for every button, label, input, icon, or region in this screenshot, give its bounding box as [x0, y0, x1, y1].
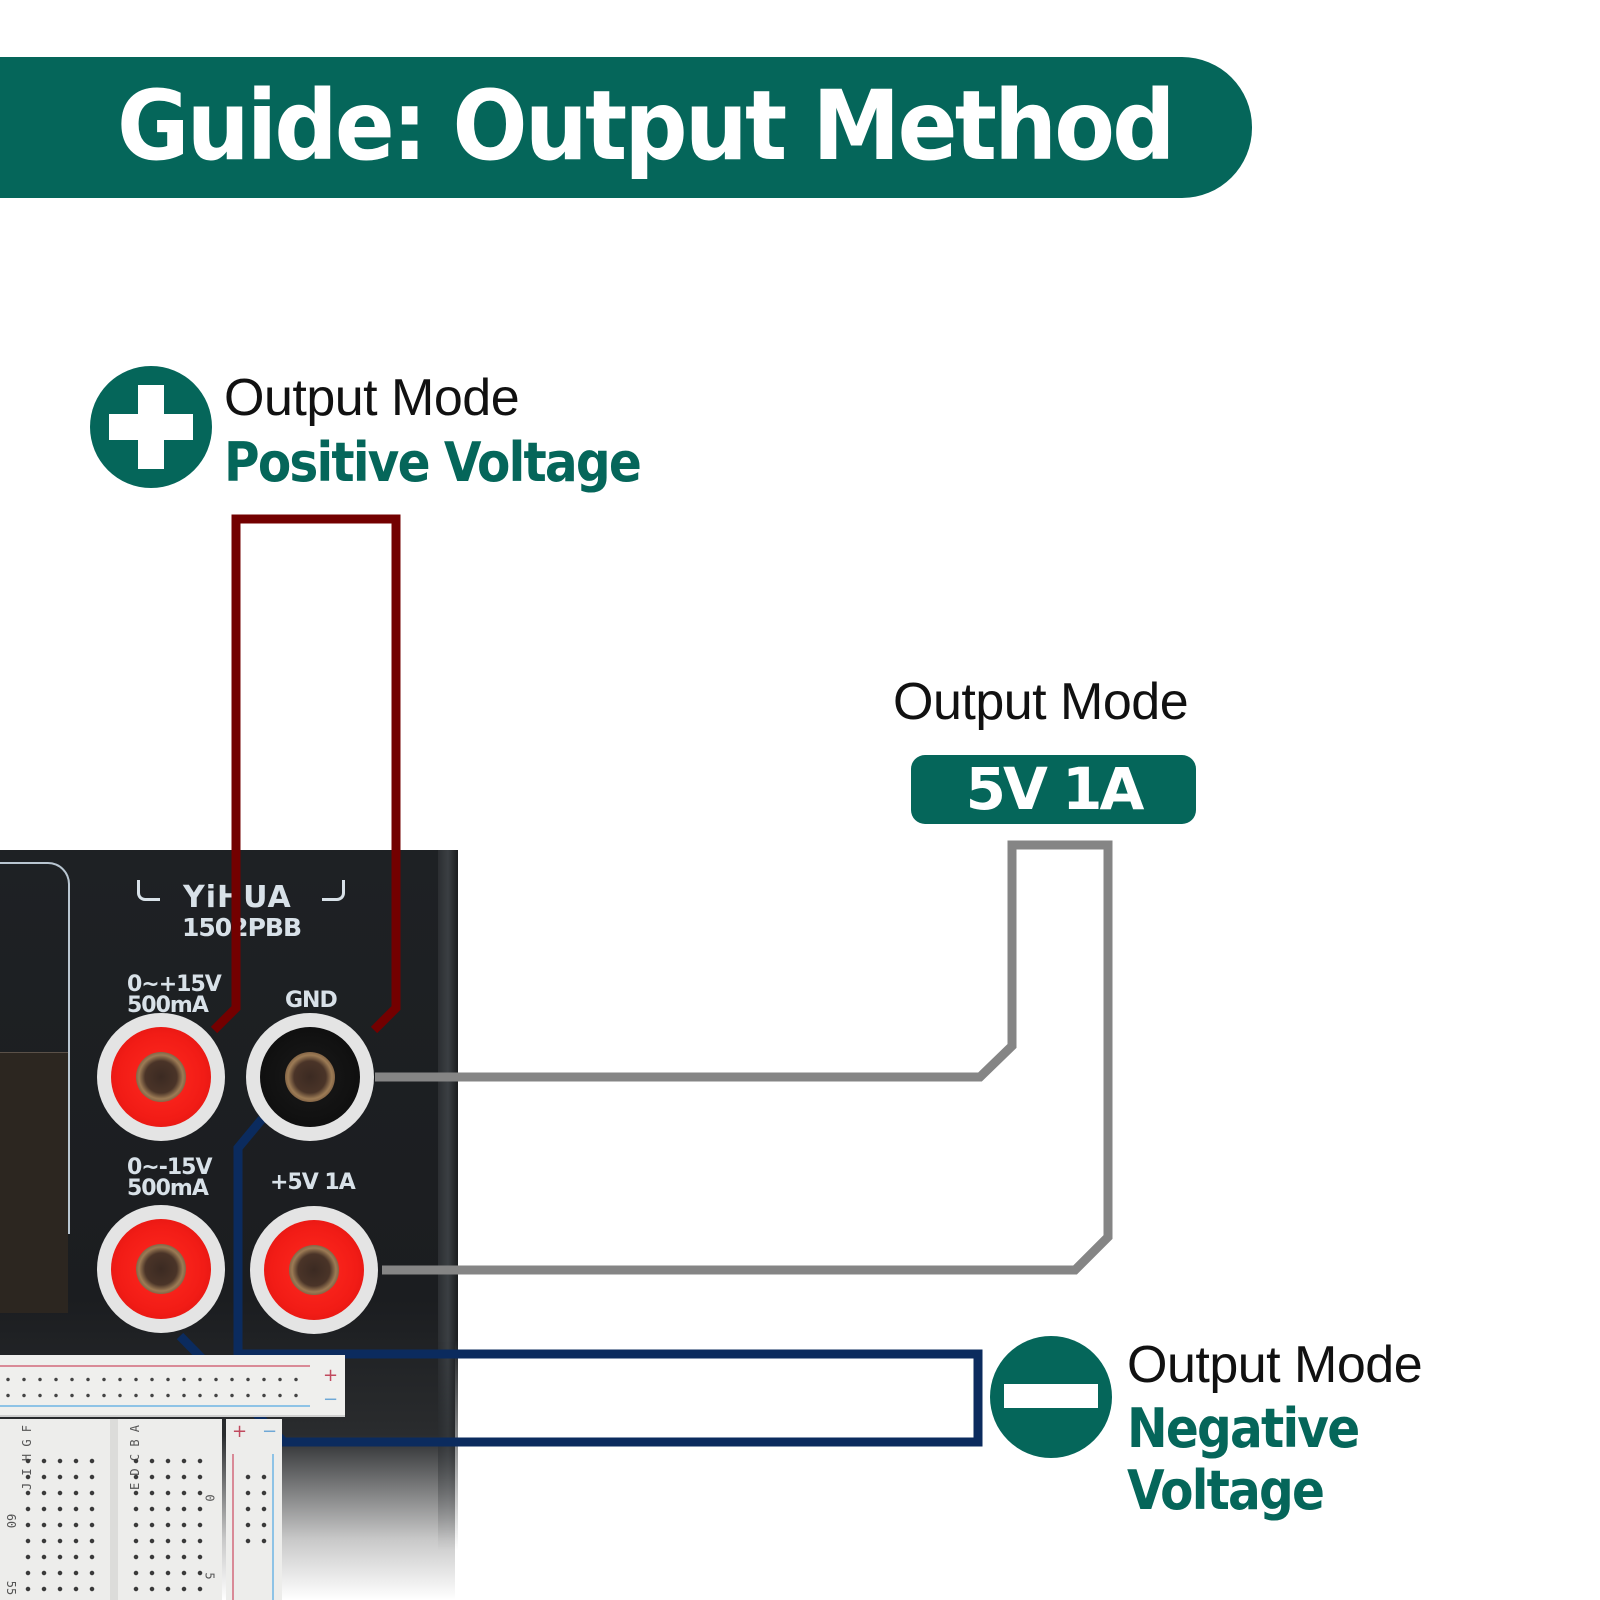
- rail-holes-row-2: [0, 1393, 300, 1398]
- terminal-label-gnd: GND: [285, 988, 338, 1013]
- jack-5v[interactable]: [250, 1206, 378, 1334]
- side-rail-holes: [240, 1469, 268, 1549]
- brand-bracket-right: [322, 880, 345, 901]
- rail-minus-sign: −: [323, 1389, 339, 1410]
- jack-gnd[interactable]: [246, 1013, 374, 1141]
- minus-icon: [990, 1336, 1112, 1458]
- column-number-60: 60: [4, 1513, 19, 1529]
- side-rail-plus-line: [232, 1454, 234, 1600]
- jack-positive-hole: [136, 1052, 186, 1102]
- positive-mode-title: Positive Voltage: [224, 431, 642, 494]
- rail-minus-line: [0, 1405, 310, 1407]
- column-number-55: 55: [4, 1580, 19, 1596]
- breadboard-power-rail: + −: [0, 1355, 345, 1417]
- terminal-label-positive-current: 500mA: [127, 993, 209, 1018]
- negative-mode-label: Output Mode: [1127, 1336, 1423, 1394]
- jack-gnd-hole: [285, 1052, 335, 1102]
- rail-plus-line: [0, 1365, 310, 1367]
- fixed-mode-label: Output Mode: [893, 673, 1189, 731]
- plus-icon-bar-v: [138, 385, 164, 469]
- page-title: Guide: Output Method: [117, 70, 1175, 182]
- terminal-label-positive-range: 0~+15V: [127, 972, 222, 997]
- positive-mode-label: Output Mode: [224, 369, 520, 427]
- side-rail-minus-sign: −: [262, 1421, 278, 1442]
- brand-bracket-left: [137, 880, 160, 901]
- jack-negative[interactable]: [97, 1205, 225, 1333]
- jack-negative-hole: [136, 1244, 186, 1294]
- header-banner: [0, 57, 1252, 198]
- side-rail-plus-sign: +: [232, 1421, 248, 1442]
- center-channel: [110, 1419, 118, 1600]
- model-number: 1502PBB: [182, 913, 302, 942]
- negative-mode-title: Negative Voltage: [1127, 1397, 1360, 1522]
- plus-icon: [90, 366, 212, 488]
- fixed-mode-badge: 5V 1A: [911, 755, 1196, 824]
- rail-holes-row-1: [0, 1377, 300, 1382]
- breadboard-terminal-strip: J I H G F E D C B A 60 55 0 5: [0, 1419, 222, 1600]
- breadboard-side-rail: + −: [226, 1419, 282, 1600]
- terminal-label-negative-range: 0~-15V: [127, 1155, 213, 1180]
- holes-group-left: [20, 1453, 100, 1600]
- fixed-5v-wire: [375, 840, 1113, 1275]
- jack-5v-hole: [289, 1245, 339, 1295]
- display-screen: [0, 1052, 68, 1313]
- display-frame: [0, 862, 70, 1234]
- breadboard: + − J I H G F E D C B A 60 55 0 5 + −: [0, 1355, 345, 1600]
- side-rail-minus-line: [272, 1454, 274, 1600]
- holes-group-right: [128, 1453, 208, 1600]
- minus-icon-bar: [1004, 1384, 1098, 1408]
- terminal-label-negative: 0~-15V 500mA: [127, 1155, 213, 1201]
- terminal-label-positive: 0~+15V 500mA: [127, 972, 222, 1018]
- terminal-label-negative-current: 500mA: [127, 1176, 209, 1201]
- rail-plus-sign: +: [323, 1365, 339, 1386]
- device-side-edge: [438, 850, 458, 1550]
- brand-logo: YiHUA: [183, 880, 292, 915]
- jack-positive[interactable]: [97, 1013, 225, 1141]
- terminal-label-5v: +5V 1A: [270, 1170, 356, 1195]
